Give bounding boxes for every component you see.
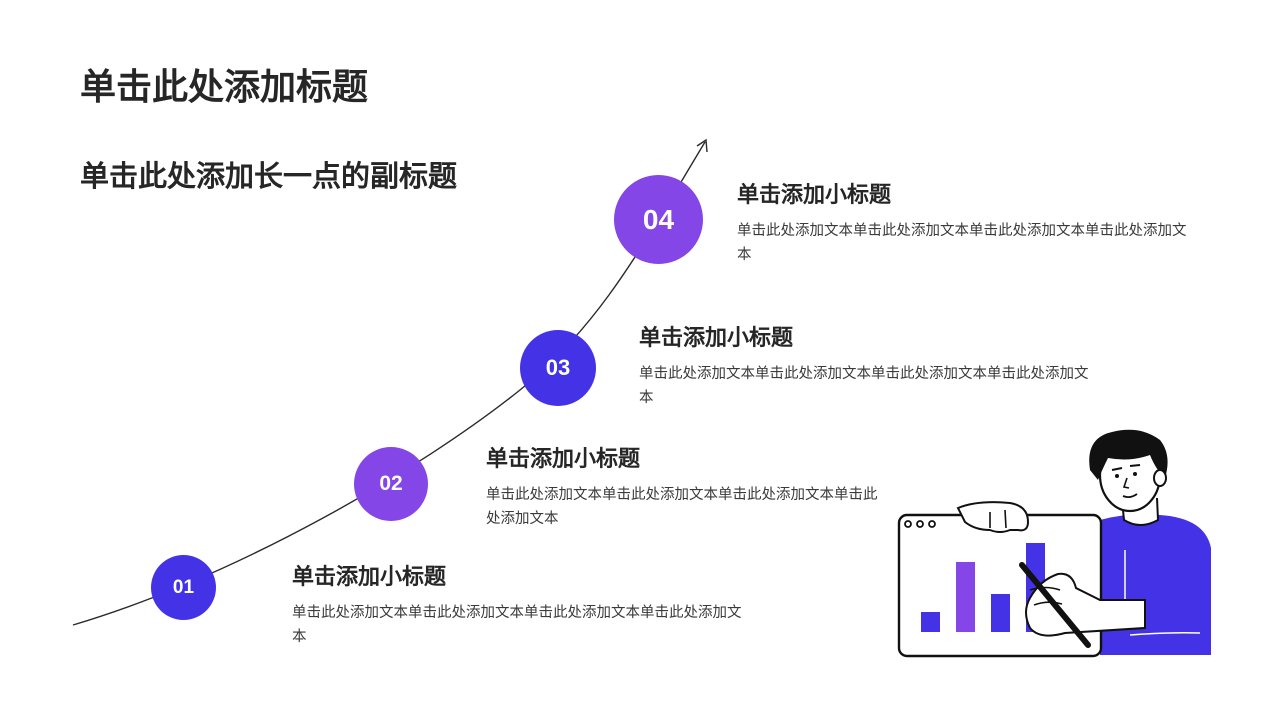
step-2-number: 02 [379, 472, 403, 495]
step-4-body: 单击此处添加文本单击此处添加文本单击此处添加文本单击此处添加文本 [737, 223, 1187, 263]
person-presenting-bar-chart-icon [897, 429, 1211, 658]
step-4-number: 04 [642, 203, 675, 235]
step-3-circle: 03 [520, 330, 596, 406]
step-3-number: 03 [545, 355, 571, 380]
step-2-circle: 02 [354, 447, 428, 521]
step-4-heading: 单击添加小标题 [737, 183, 892, 208]
step-1-body: 单击此处添加文本单击此处添加文本单击此处添加文本单击此处添加文本 [292, 605, 742, 645]
page-subtitle: 单击此处添加长一点的副标题 [80, 159, 458, 193]
step-2-body: 单击此处添加文本单击此处添加文本单击此处添加文本单击此处添加文本 [486, 487, 878, 527]
page-title: 单击此处添加标题 [80, 67, 369, 108]
step-4-text-block: 单击添加小标题 单击此处添加文本单击此处添加文本单击此处添加文本单击此处添加文本 [737, 177, 1197, 267]
step-1-circle: 01 [151, 555, 216, 620]
step-1-number: 01 [172, 576, 195, 598]
step-4-circle: 04 [614, 175, 703, 264]
step-2-heading: 单击添加小标题 [486, 447, 641, 472]
step-3-heading: 单击添加小标题 [639, 326, 794, 351]
step-1-heading: 单击添加小标题 [292, 565, 447, 590]
step-3-body: 单击此处添加文本单击此处添加文本单击此处添加文本单击此处添加文本 [639, 366, 1089, 406]
step-1-text-block: 单击添加小标题 单击此处添加文本单击此处添加文本单击此处添加文本单击此处添加文本 [292, 559, 742, 649]
step-2-text-block: 单击添加小标题 单击此处添加文本单击此处添加文本单击此处添加文本单击此处添加文本 [486, 441, 881, 531]
step-3-text-block: 单击添加小标题 单击此处添加文本单击此处添加文本单击此处添加文本单击此处添加文本 [639, 320, 1099, 410]
